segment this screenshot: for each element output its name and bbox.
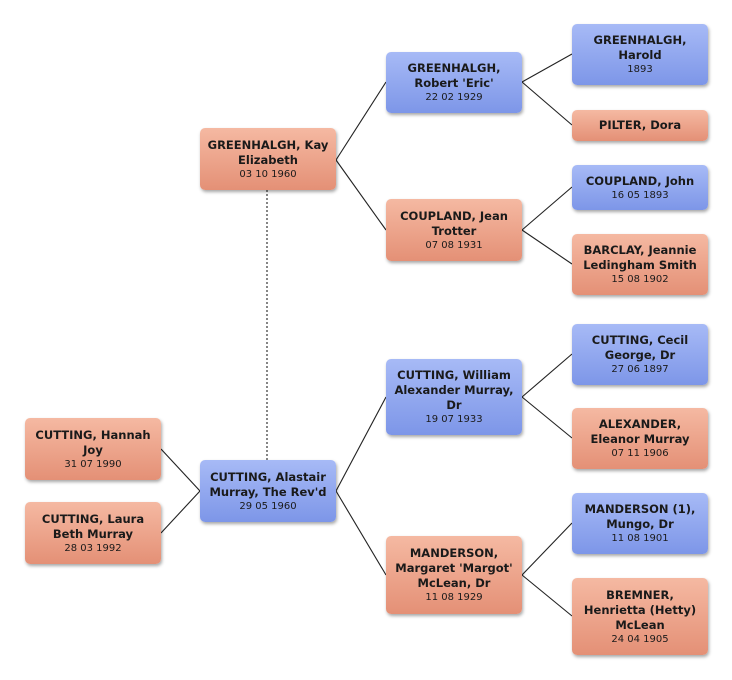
person-card-alastair[interactable]: CUTTING, Alastair Murray, The Rev'd 29 0… [200,460,336,522]
person-date: 19 07 1933 [425,414,483,425]
person-name: CUTTING, William Alexander Murray, Dr [394,368,514,412]
parent-link-kay-jean [335,159,387,231]
person-card-laura[interactable]: CUTTING, Laura Beth Murray 28 03 1992 [25,502,161,564]
person-card-cecil[interactable]: CUTTING, Cecil George, Dr 27 06 1897 [572,324,708,385]
person-date: 07 11 1906 [611,448,669,459]
person-card-henrietta[interactable]: BREMNER, Henrietta (Hetty) McLean 24 04 … [572,578,708,655]
parent-link-jean-jeannie [521,229,573,265]
person-name: GREENHALGH, Kay Elizabeth [207,137,329,167]
person-card-dora[interactable]: PILTER, Dora [572,110,708,141]
parent-link-william-eleanor [521,396,573,439]
person-card-jean[interactable]: COUPLAND, Jean Trotter 07 08 1931 [386,199,522,261]
person-date: 27 06 1897 [611,364,669,375]
person-name: MANDERSON (1), Mungo, Dr [584,502,696,531]
child-link-laura [160,490,201,534]
person-name: BREMNER, Henrietta (Hetty) McLean [583,587,697,632]
person-card-kay[interactable]: GREENHALGH, Kay Elizabeth 03 10 1960 [200,128,336,190]
person-card-eleanor[interactable]: ALEXANDER, Eleanor Murray 07 11 1906 [572,408,708,469]
person-date: 16 05 1893 [611,189,669,201]
parent-link-margaret-henrietta [521,574,573,617]
person-card-harold[interactable]: GREENHALGH, Harold 1893 [572,24,708,85]
person-card-mungo[interactable]: MANDERSON (1), Mungo, Dr 11 08 1901 [572,493,708,554]
person-date: 15 08 1902 [611,274,669,285]
person-date: 31 07 1990 [64,458,122,470]
person-card-william[interactable]: CUTTING, William Alexander Murray, Dr 19… [386,359,522,435]
person-card-hannah[interactable]: CUTTING, Hannah Joy 31 07 1990 [25,418,161,480]
person-name: GREENHALGH, Robert 'Eric' [407,61,501,90]
person-card-eric[interactable]: GREENHALGH, Robert 'Eric' 22 02 1929 [386,52,522,113]
person-name: CUTTING, Alastair Murray, The Rev'd [209,469,327,499]
person-date: 1893 [627,64,653,75]
person-name: COUPLAND, Jean Trotter [400,208,508,238]
child-link-hannah [160,448,201,492]
parent-link-alastair-william [335,396,387,492]
person-date: 24 04 1905 [611,633,669,645]
person-name: BARCLAY, Jeannie Ledingham Smith [583,243,697,272]
person-date: 11 08 1929 [425,592,483,603]
person-name: ALEXANDER, Eleanor Murray [590,417,690,446]
person-date: 03 10 1960 [239,168,297,180]
person-name: MANDERSON, Margaret 'Margot' McLean, Dr [395,546,513,590]
parent-link-alastair-margaret [335,490,387,576]
person-date: 29 05 1960 [239,500,297,512]
parent-link-jean-john [521,186,573,231]
parent-link-kay-eric [335,81,387,161]
parent-link-eric-dora [521,81,573,126]
person-card-jeannie[interactable]: BARCLAY, Jeannie Ledingham Smith 15 08 1… [572,234,708,295]
parent-link-eric-harold [521,53,573,83]
person-date: 07 08 1931 [425,239,483,251]
person-name: CUTTING, Laura Beth Murray [41,511,145,541]
person-date: 11 08 1901 [611,533,669,544]
person-card-margaret[interactable]: MANDERSON, Margaret 'Margot' McLean, Dr … [386,536,522,614]
person-date: 22 02 1929 [425,92,483,103]
person-name: PILTER, Dora [598,118,682,132]
person-name: CUTTING, Hannah Joy [35,427,151,457]
person-name: GREENHALGH, Harold [593,33,687,62]
person-name: COUPLAND, John [585,173,695,188]
parent-link-william-cecil [521,353,573,398]
person-date: 28 03 1992 [64,542,122,554]
person-name: CUTTING, Cecil George, Dr [591,333,689,362]
parent-link-margaret-mungo [521,522,573,576]
person-card-john[interactable]: COUPLAND, John 16 05 1893 [572,165,708,210]
